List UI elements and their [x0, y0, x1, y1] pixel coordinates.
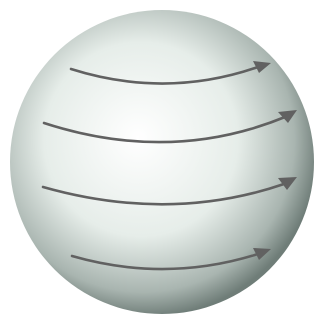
- diagram-canvas: [0, 0, 323, 324]
- sphere-rotation-diagram: [0, 0, 323, 324]
